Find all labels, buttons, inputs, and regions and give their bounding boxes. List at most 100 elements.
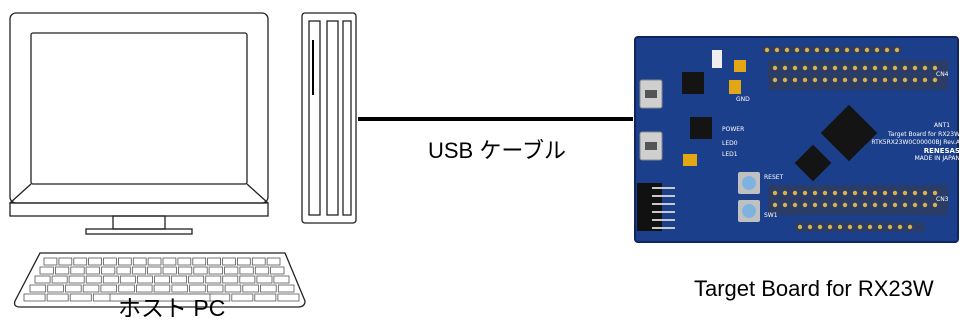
- header-pin: [837, 224, 843, 230]
- header-pin: [802, 202, 808, 208]
- keyboard-key: [254, 266, 270, 275]
- header-pin: [802, 65, 808, 71]
- keyboard-key: [239, 266, 254, 275]
- header-pin: [897, 224, 903, 230]
- header-pin: [822, 202, 828, 208]
- header-pin: [882, 65, 888, 71]
- keyboard-key: [116, 266, 131, 275]
- keyboard-key: [188, 275, 205, 284]
- header-pin: [912, 202, 918, 208]
- header-pin: [887, 224, 893, 230]
- keyboard-key: [135, 284, 153, 293]
- keyboard-key: [131, 266, 147, 275]
- host-pc-label: ホスト PC: [118, 295, 226, 321]
- header-pin: [792, 202, 798, 208]
- header-pin: [922, 77, 928, 83]
- header-pin: [922, 190, 928, 196]
- keyboard-key: [192, 257, 207, 266]
- keyboard-key: [103, 257, 117, 266]
- header-pin: [852, 190, 858, 196]
- header-pin: [872, 65, 878, 71]
- header-pin: [872, 77, 878, 83]
- header-pin: [797, 224, 803, 230]
- keyboard-key: [70, 266, 85, 275]
- keyboard-key: [273, 275, 290, 284]
- keyboard-key: [88, 257, 102, 266]
- header-pin: [794, 47, 800, 53]
- keyboard-key: [46, 293, 69, 302]
- keyboard-key: [222, 257, 236, 266]
- header-pin: [802, 190, 808, 196]
- header-pin: [864, 47, 870, 53]
- keyboard-key: [102, 275, 119, 284]
- keyboard-key: [51, 275, 68, 284]
- pin-header-top: [762, 46, 902, 54]
- header-pin: [842, 190, 848, 196]
- header-pin: [932, 190, 938, 196]
- keyboard-key: [82, 284, 100, 293]
- header-pin: [862, 65, 868, 71]
- header-pin: [804, 47, 810, 53]
- header-pin: [852, 77, 858, 83]
- keyboard-key: [65, 284, 82, 293]
- keyboard-key: [118, 257, 132, 266]
- header-pin: [892, 65, 898, 71]
- keyboard-key: [205, 275, 222, 284]
- keyboard-key: [29, 284, 47, 293]
- header-pin: [824, 47, 830, 53]
- header-pin: [872, 202, 878, 208]
- header-pin: [764, 47, 770, 53]
- header-pin: [892, 190, 898, 196]
- keyboard-key: [231, 293, 254, 302]
- header-pin: [842, 65, 848, 71]
- keyboard-key: [119, 275, 136, 284]
- keyboard-key: [236, 257, 251, 266]
- pc-tower-icon: [301, 12, 357, 224]
- header-pin: [912, 77, 918, 83]
- header-pin: [842, 202, 848, 208]
- keyboard-key: [55, 266, 70, 275]
- header-pin: [782, 65, 788, 71]
- header-pin: [902, 190, 908, 196]
- keyboard-key: [153, 284, 171, 293]
- header-pin: [882, 202, 888, 208]
- keyboard-key: [100, 284, 118, 293]
- keyboard-key: [73, 257, 88, 266]
- header-pin: [792, 65, 798, 71]
- header-pin: [872, 190, 878, 196]
- header-pin: [907, 224, 913, 230]
- header-pin: [892, 202, 898, 208]
- header-pin: [774, 47, 780, 53]
- header-pin: [784, 47, 790, 53]
- header-pin: [782, 202, 788, 208]
- keyboard-key: [239, 275, 256, 284]
- keyboard-key: [224, 284, 242, 293]
- keyboard-key: [208, 266, 223, 275]
- header-pin: [792, 190, 798, 196]
- header-pin: [894, 47, 900, 53]
- header-pin: [922, 65, 928, 71]
- header-pin: [882, 77, 888, 83]
- keyboard-key: [34, 275, 51, 284]
- header-pin: [932, 202, 938, 208]
- keyboard-key: [177, 257, 192, 266]
- keyboard-key: [68, 275, 85, 284]
- keyboard-spacebar: [109, 293, 211, 302]
- header-pin: [902, 77, 908, 83]
- keyboard-key: [85, 266, 100, 275]
- keyboard-key: [242, 284, 259, 293]
- keyboard-key: [69, 293, 92, 302]
- header-pin: [812, 77, 818, 83]
- board-brand: RENESAS: [923, 147, 960, 155]
- board-led1-label: LED1: [722, 151, 738, 158]
- board-cn3-label: CN3: [936, 196, 949, 203]
- keyboard-key: [177, 266, 193, 275]
- keyboard-key: [224, 266, 239, 275]
- board-silkscreen-line1: Target Board for RX23W: [887, 131, 960, 138]
- keyboard-key: [101, 266, 116, 275]
- header-pin: [817, 224, 823, 230]
- header-pin: [847, 224, 853, 230]
- keyboard-key: [132, 257, 147, 266]
- board-gnd-label: GND: [736, 96, 750, 103]
- keyboard-key: [251, 257, 266, 266]
